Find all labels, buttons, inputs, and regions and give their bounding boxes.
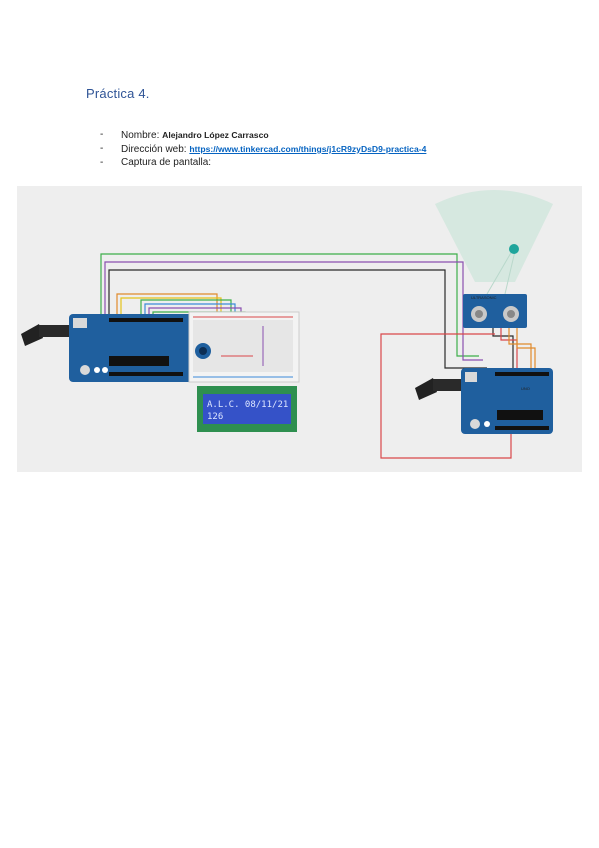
wire-orange xyxy=(516,326,536,370)
lcd-line-1: A.L.C. 08/11/21 xyxy=(207,400,288,410)
bullet-dash: - xyxy=(100,143,104,154)
captura-label: Captura de pantalla: xyxy=(121,157,212,168)
wire-orange xyxy=(508,326,532,370)
board-label: UNO xyxy=(521,386,530,391)
circuit-screenshot: A.L.C. 08/11/21 126 ULTRASONIC UNO xyxy=(17,186,582,472)
wire-black xyxy=(492,326,514,372)
bullet-dash: - xyxy=(100,157,104,168)
usb-cable-right xyxy=(433,379,463,391)
nombre-label: Nombre: xyxy=(121,130,163,141)
nombre-value: Alejandro López Carrasco xyxy=(162,130,269,140)
bullet-dash: - xyxy=(100,129,104,140)
wire-red xyxy=(380,333,512,459)
circuit-diagram: A.L.C. 08/11/21 126 ULTRASONIC UNO xyxy=(21,190,553,459)
wire-black xyxy=(108,269,487,369)
sensor-beam-line xyxy=(504,250,516,295)
tinkercad-link[interactable]: https://www.tinkercad.com/things/j1cR9zy… xyxy=(189,144,427,154)
sensor-range-cone xyxy=(435,190,553,282)
wire-purple xyxy=(104,261,483,361)
wire-orange xyxy=(116,293,218,322)
arduino-board-right[interactable]: UNO xyxy=(461,368,553,434)
sensor-label: ULTRASONIC xyxy=(471,295,497,300)
target-object[interactable] xyxy=(509,244,519,254)
usb-plug-left xyxy=(21,324,43,346)
arduino-board-left[interactable] xyxy=(69,314,193,382)
direccion-label: Dirección web: xyxy=(121,144,190,155)
wire-green xyxy=(100,253,479,357)
ultrasonic-sensor[interactable]: ULTRASONIC xyxy=(463,294,527,328)
lcd-line-2: 126 xyxy=(207,412,223,422)
page-title: Práctica 4. xyxy=(86,86,150,101)
usb-cable-left xyxy=(39,325,71,337)
lcd-display[interactable]: A.L.C. 08/11/21 126 xyxy=(197,386,297,432)
breadboard[interactable] xyxy=(188,311,300,383)
usb-plug-right xyxy=(415,378,437,400)
sensor-beam-line xyxy=(486,250,513,295)
